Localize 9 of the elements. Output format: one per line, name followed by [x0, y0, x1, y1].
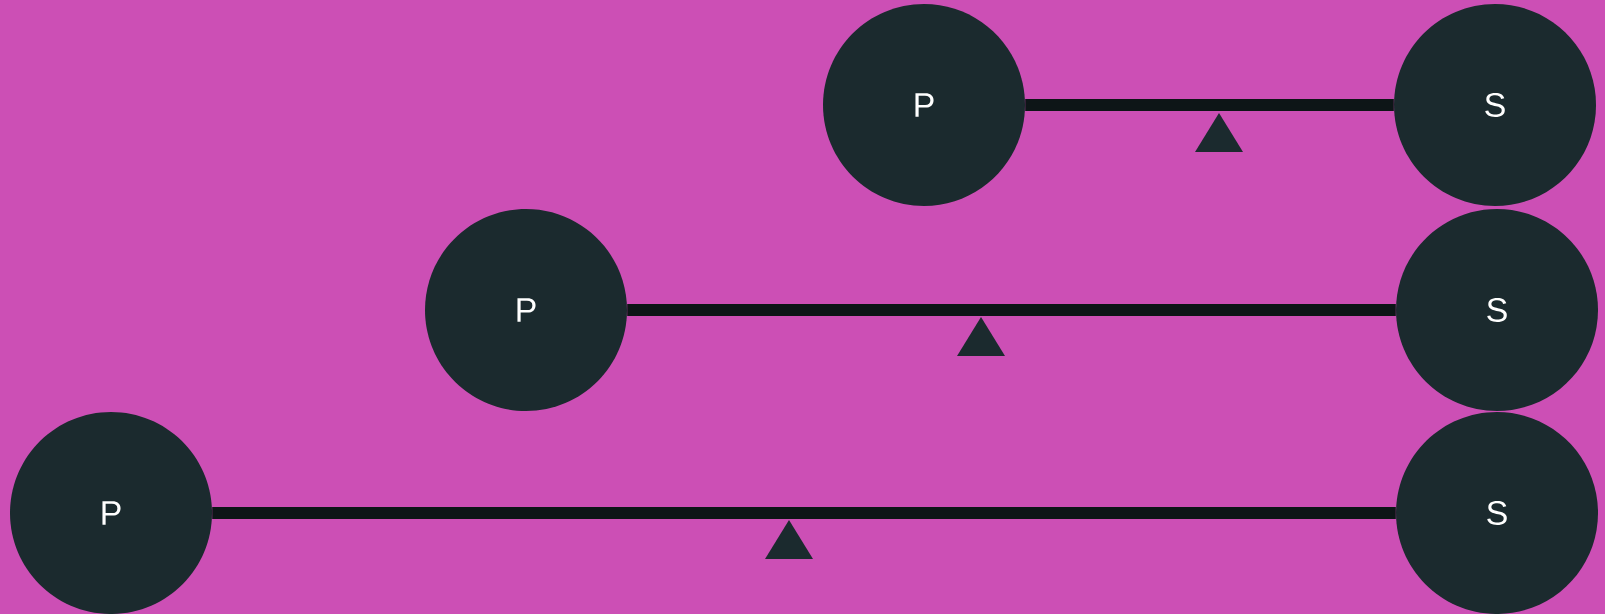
- circle-node: S: [1394, 4, 1596, 206]
- beam-line: [1025, 99, 1394, 111]
- circle-node: S: [1396, 412, 1598, 614]
- circle-node: P: [10, 412, 212, 614]
- circle-node: P: [823, 4, 1025, 206]
- circle-node: S: [1396, 209, 1598, 411]
- beam-line: [627, 304, 1396, 316]
- beam-line: [212, 507, 1396, 519]
- circle-node: P: [425, 209, 627, 411]
